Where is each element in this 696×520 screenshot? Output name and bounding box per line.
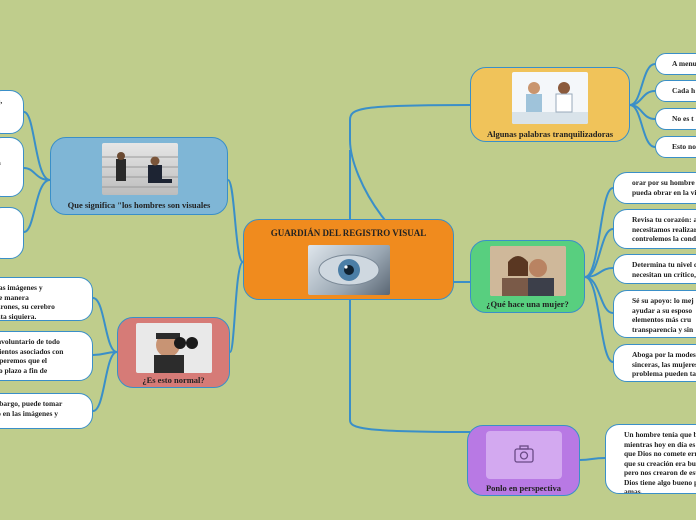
- branch-normal-title: ¿Es esto normal?: [118, 375, 229, 385]
- mujer-leaf-1[interactable]: orar por su hombre pueda obrar en la vi: [613, 172, 696, 204]
- leaf-text: e,: [0, 96, 2, 105]
- visual-leaf-3[interactable]: l: [0, 207, 24, 259]
- leaf-text: No es t: [672, 114, 694, 123]
- leaf-text: Esto no: [672, 142, 696, 151]
- leaf-text: Revisa tu corazón: a necesitamos realiza…: [632, 215, 696, 243]
- leaf-text: a: [0, 158, 1, 167]
- branch-normal[interactable]: ¿Es esto normal?: [117, 317, 230, 388]
- perspectiva-leaf-1[interactable]: Un hombre tenía que b mientras hoy en dí…: [605, 424, 696, 494]
- branch-mujer-title: ¿Qué hace una mujer?: [471, 299, 584, 309]
- leaf-text: Determina tu nivel d necesitan un crític…: [632, 260, 696, 279]
- leaf-text: Cada h: [672, 86, 695, 95]
- camera-icon: [486, 431, 562, 479]
- normal-leaf-1[interactable]: , las imágenes y de manera varones, su c…: [0, 277, 93, 321]
- men-stairs-image: [102, 143, 178, 195]
- eye-image: [308, 245, 390, 295]
- visual-leaf-2[interactable]: a: [0, 137, 24, 197]
- branch-visual[interactable]: Que significa "los hombres son visuales: [50, 137, 228, 215]
- branch-palabras-title: Algunas palabras tranquilizadoras: [471, 129, 629, 139]
- leaf-text: , las imágenes y de manera varones, su c…: [0, 283, 55, 321]
- normal-leaf-3[interactable]: mbargo, puede tomar do en las imágenes y: [0, 393, 93, 429]
- leaf-text: Sé su apoyo: lo mej ayudar a su esposo e…: [632, 296, 694, 334]
- branch-perspectiva-title: Ponlo en perspectiva: [468, 483, 579, 493]
- leaf-text: mbargo, puede tomar do en las imágenes y: [0, 399, 62, 418]
- central-topic[interactable]: GUARDIÁN DEL REGISTRO VISUAL: [243, 219, 454, 300]
- link-center-visual: [228, 180, 243, 262]
- leaf-text: involuntario de todo mientos asociados c…: [0, 337, 63, 375]
- visual-leaf-1[interactable]: e,: [0, 90, 24, 134]
- branch-mujer[interactable]: ¿Qué hace una mujer?: [470, 240, 585, 313]
- palabras-leaf-1[interactable]: A menu: [655, 53, 696, 75]
- couple-image: [490, 246, 566, 296]
- palabras-leaf-2[interactable]: Cada h: [655, 80, 696, 102]
- branch-visual-title: Que significa "los hombres son visuales: [51, 200, 227, 210]
- mujer-leaf-5[interactable]: Aboga por la modest sinceras, las mujere…: [613, 344, 696, 382]
- normal-leaf-2[interactable]: involuntario de todo mientos asociados c…: [0, 331, 93, 381]
- palabras-leaf-4[interactable]: Esto no: [655, 136, 696, 158]
- branch-perspectiva[interactable]: Ponlo en perspectiva: [467, 425, 580, 496]
- leaf-text: orar por su hombre pueda obrar en la vi: [632, 178, 696, 197]
- leaf-text: A menu: [672, 59, 696, 68]
- mujer-leaf-2[interactable]: Revisa tu corazón: a necesitamos realiza…: [613, 209, 696, 249]
- binoculars-image: [136, 323, 212, 373]
- image-placeholder: [486, 431, 562, 479]
- leaf-text: Aboga por la modest sinceras, las mujere…: [632, 350, 696, 378]
- doctor-patient-image: [512, 72, 588, 124]
- central-topic-title: GUARDIÁN DEL REGISTRO VISUAL: [244, 228, 453, 238]
- mujer-leaf-3[interactable]: Determina tu nivel d necesitan un crític…: [613, 254, 696, 284]
- leaf-text: Un hombre tenía que b mientras hoy en dí…: [624, 430, 696, 494]
- branch-palabras[interactable]: Algunas palabras tranquilizadoras: [470, 67, 630, 142]
- palabras-leaf-3[interactable]: No es t: [655, 108, 696, 130]
- link-center-normal: [230, 262, 243, 352]
- mujer-leaf-4[interactable]: Sé su apoyo: lo mej ayudar a su esposo e…: [613, 290, 696, 338]
